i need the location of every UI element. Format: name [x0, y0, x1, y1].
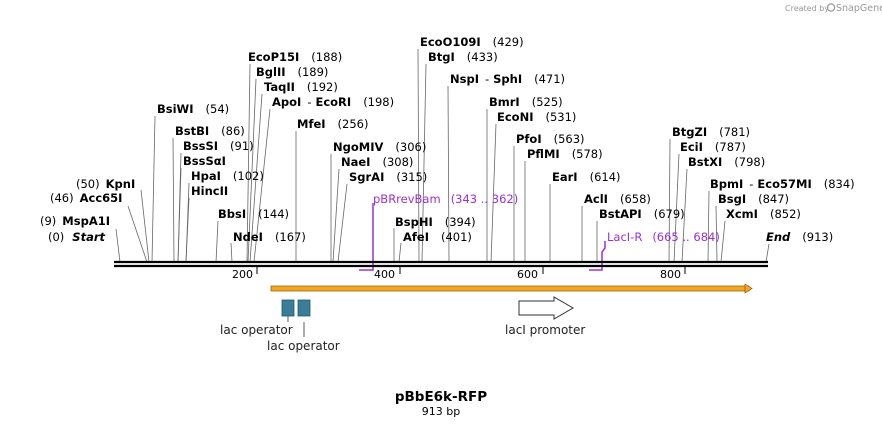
primer-laci-r-arrow [589, 241, 606, 271]
site-label-bbsi: BbsI(144) [218, 207, 289, 221]
start-label: (0)Start [48, 230, 106, 244]
site-label-sgrai: SgrAI(315) [349, 170, 427, 184]
end-label: End(913) [766, 230, 833, 244]
site-label-bsssai: BssSαI [183, 154, 226, 168]
primer-laci-r-label: LacI-R(665 .. 684) [607, 230, 720, 244]
feature-label-lac-operator: lac operator [267, 339, 340, 353]
site-label-bsiwi: BsiWI(54) [157, 102, 229, 116]
site-label-afei: AfeI(401) [403, 230, 472, 244]
laci-promoter-arrow [518, 296, 574, 320]
site-label-bglii: BglII(189) [256, 65, 328, 79]
primer-pbrrevbam: pBRrevBam(343 .. 362) [359, 192, 518, 271]
tick-600: 600 [517, 268, 538, 281]
feature-label-lac-operator: lac operator [220, 323, 293, 337]
site-label-bsphi: BspHI(394) [395, 215, 476, 229]
site-label-bstapi: BstAPI(679) [599, 207, 685, 221]
ruler-ticks [256, 266, 686, 274]
site-label-acli: AclI(658) [584, 192, 651, 206]
snapgene-logo-icon [826, 3, 836, 12]
site-label-naei: NaeI(308) [341, 155, 413, 169]
site-label-ecoo109i: EcoO109I(429) [420, 35, 524, 49]
site-label-kpni: (50)KpnI [76, 177, 135, 191]
site-label-ngomiv: NgoMIV(306) [333, 140, 426, 154]
primer-pbrrevbam-label: pBRrevBam(343 .. 362) [373, 192, 518, 206]
primer-laci-r: LacI-R(665 .. 684) [589, 230, 720, 271]
site-label-bstbi: BstBI(86) [175, 124, 245, 138]
site-label-bsssi: BssSI(91) [183, 139, 254, 153]
site-label-hincii: HincII [191, 184, 228, 198]
site-label-pfoi: PfoI(563) [516, 132, 585, 146]
snapgene-brand: SnapGene [836, 3, 882, 14]
tick-400: 400 [374, 268, 395, 281]
site-label-pflmi: PflMI(578) [527, 147, 603, 161]
lac-operator-box [297, 299, 311, 317]
site-label-mfei: MfeI(256) [297, 117, 368, 131]
primer-pbrrevbam-arrow [359, 203, 374, 271]
site-label-btgi: BtgI(433) [428, 50, 498, 64]
site-label-xcmi: XcmI(852) [726, 207, 801, 221]
page-title: pBbE6k-RFP [395, 389, 487, 405]
tick-800: 800 [660, 268, 681, 281]
orf-bar [270, 283, 753, 294]
site-leader-lines [115, 48, 770, 263]
site-label-bmri: BmrI(525) [489, 95, 563, 109]
site-label-hpai: HpaI(102) [191, 169, 264, 183]
site-label-apoi-ecori: ApoI-EcoRI(198) [272, 95, 394, 109]
site-label-eari: EarI(614) [552, 170, 621, 184]
sequence-backbone [114, 260, 768, 268]
site-label-acc65i: (46)Acc65I [50, 191, 122, 205]
lac-operator-box [281, 299, 295, 317]
site-label-econi: EcoNI(531) [497, 110, 576, 124]
site-label-ecii: EciI(787) [680, 140, 746, 154]
site-label-ndei: NdeI(167) [233, 230, 306, 244]
tick-200: 200 [232, 268, 253, 281]
site-label-bstxi: BstXI(798) [688, 155, 765, 169]
site-label-bsgi: BsgI(847) [718, 192, 789, 206]
sequence-length: 913 bp [422, 405, 460, 418]
site-label-taqii: TaqII(192) [264, 80, 338, 94]
site-label-btgzi: BtgZI(781) [672, 125, 750, 139]
credit-text: Created by [785, 4, 829, 13]
site-label-ecop15i: EcoP15I(188) [248, 50, 342, 64]
site-label-bpmi-eco57mi: BpmI-Eco57MI(834) [710, 177, 855, 191]
feature-label-laci-promoter: lacI promoter [505, 323, 585, 337]
site-label-mspa1i: (9)MspA1I [40, 214, 110, 228]
lac-operator-boxes [281, 299, 311, 337]
restriction-sites: (9)MspA1I (46)Acc65I (50)KpnI BsiWI(54) … [40, 35, 855, 244]
site-label-nspi-sphi: NspI-SphI(471) [450, 72, 565, 86]
